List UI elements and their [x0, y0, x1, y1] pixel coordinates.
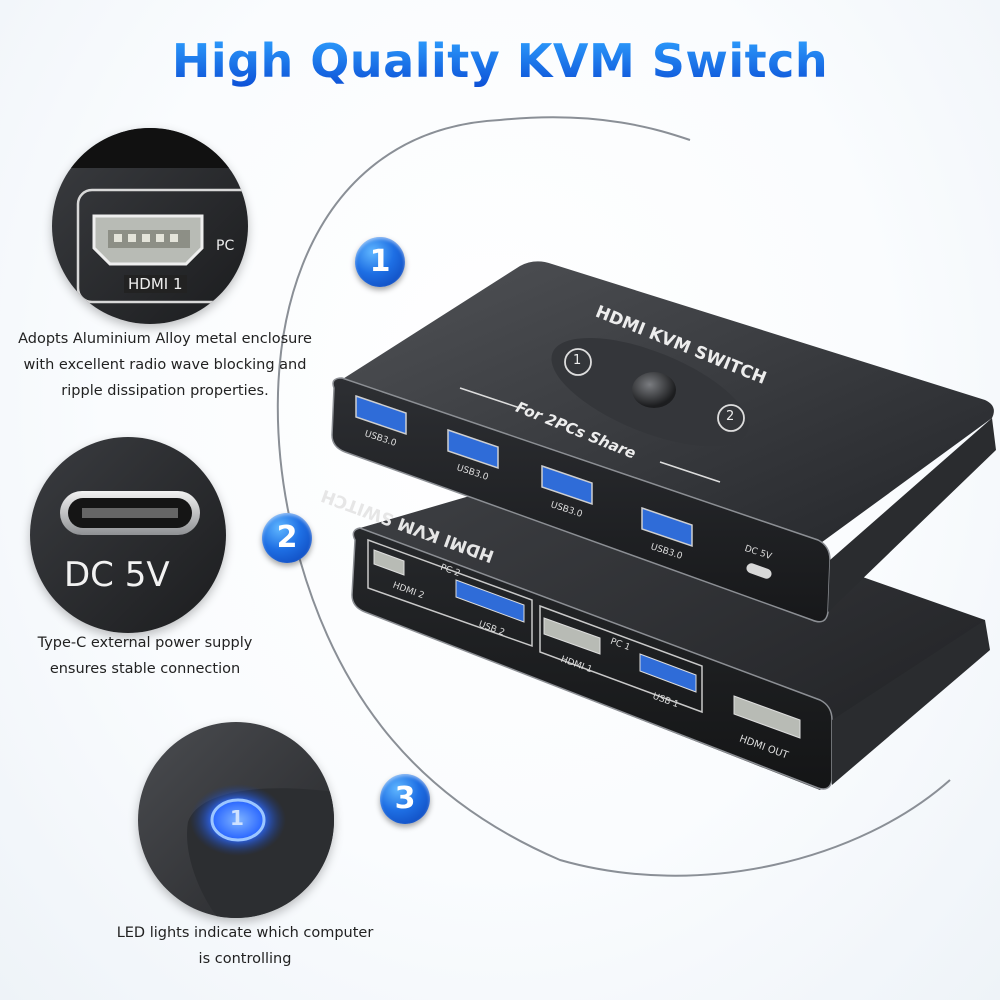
caption-line: Type-C external power supply [37, 635, 253, 651]
led-closeup: 1 [138, 722, 334, 918]
switch-button-2[interactable]: 2 [726, 409, 735, 424]
closeup-pc-label: PC [216, 238, 235, 254]
feature-caption-1: Adopts Aluminium Alloy metal enclosure w… [10, 326, 320, 404]
feature-caption-3: LED lights indicate which computer is co… [100, 920, 390, 972]
caption-line: ripple dissipation properties. [61, 383, 269, 399]
feature-badge-3: 3 [380, 774, 430, 824]
feature-badge-2: 2 [262, 513, 312, 563]
closeup-power-label: DC 5V [64, 555, 170, 595]
power-closeup: DC 5V [30, 437, 226, 633]
switch-button-1[interactable]: 1 [573, 353, 582, 368]
caption-line: Adopts Aluminium Alloy metal enclosure [18, 331, 312, 347]
caption-line: ensures stable connection [49, 661, 241, 677]
led-indicator-number: 1 [230, 806, 244, 830]
caption-line: LED lights indicate which computer [116, 925, 374, 941]
caption-line: is controlling [198, 951, 292, 967]
hdmi-closeup: PC HDMI 1 [52, 128, 248, 324]
caption-line: with excellent radio wave blocking and [23, 357, 307, 373]
feature-badge-1: 1 [355, 237, 405, 287]
page-title: High Quality KVM Switch [171, 34, 829, 88]
feature-caption-2: Type-C external power supply ensures sta… [0, 630, 290, 682]
closeup-hdmi-label: HDMI 1 [124, 275, 187, 293]
